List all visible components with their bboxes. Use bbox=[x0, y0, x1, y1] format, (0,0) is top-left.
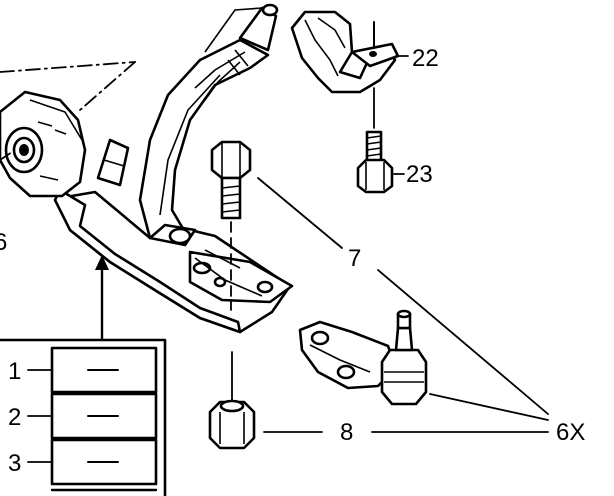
callout-22: 22 bbox=[412, 45, 439, 72]
ball-joint bbox=[298, 309, 428, 406]
leader-6x-balljoint bbox=[429, 393, 549, 421]
control-arm bbox=[53, 3, 294, 334]
bushing-bracket bbox=[290, 10, 400, 94]
leader-7-lower bbox=[377, 269, 549, 415]
control-arm-bolt bbox=[210, 140, 252, 220]
shim-label-2: 2 bbox=[8, 404, 21, 431]
shim-label-1: 1 bbox=[8, 358, 21, 385]
callout-6: 6 bbox=[0, 229, 7, 256]
callout-8: 8 bbox=[340, 419, 353, 446]
leader-7-upper bbox=[257, 177, 343, 249]
callout-7: 7 bbox=[348, 245, 361, 272]
arrow-head bbox=[95, 255, 109, 270]
bracket-bolt bbox=[356, 87, 394, 194]
centerline-upper bbox=[0, 61, 136, 73]
control-arm-nut bbox=[208, 351, 256, 450]
shim-stack bbox=[0, 338, 167, 496]
leader-6 bbox=[0, 151, 13, 161]
callout-23: 23 bbox=[406, 161, 433, 188]
centerline-diagonal bbox=[79, 61, 136, 111]
callout-6x: 6X bbox=[556, 419, 585, 446]
shim-label-3: 3 bbox=[8, 450, 21, 477]
front-bushing bbox=[0, 90, 87, 198]
